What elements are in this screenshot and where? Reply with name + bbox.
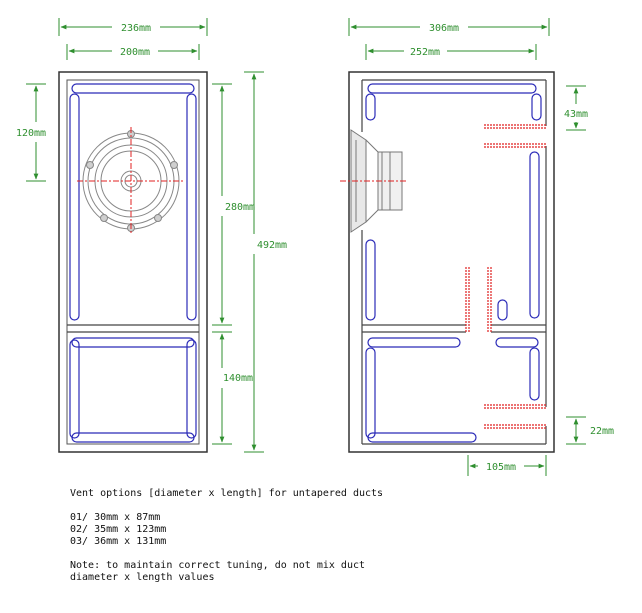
note-line-2: diameter x length values	[70, 572, 215, 583]
vent-option-3: 03/ 36mm x 131mm	[70, 536, 167, 547]
vent-option-1: 01/ 30mm x 87mm	[70, 512, 161, 523]
front-view: 236mm 200mm 120mm 280mm 140mm 492mm	[16, 18, 287, 453]
vent-notes: Vent options [diameter x length] for unt…	[70, 488, 383, 584]
dim-105: 105mm	[486, 462, 516, 473]
dim-492: 492mm	[257, 240, 287, 251]
dim-120: 120mm	[16, 128, 46, 139]
dim-22: 22mm	[590, 426, 614, 437]
front-cabinet-outer	[58, 71, 208, 453]
side-cabinet-outer	[348, 71, 555, 453]
front-damping	[69, 83, 197, 443]
front-cabinet-inner	[66, 79, 200, 445]
notes-title: Vent options [diameter x length] for unt…	[70, 488, 384, 499]
dim-252: 252mm	[410, 47, 440, 58]
side-damping	[365, 83, 542, 443]
dim-306: 306mm	[429, 23, 459, 34]
dim-43: 43mm	[564, 109, 588, 120]
side-vent-ducts	[465, 124, 546, 429]
front-driver-centerline	[77, 127, 185, 235]
vent-option-2: 02/ 35mm x 123mm	[70, 524, 167, 535]
dim-280: 280mm	[225, 202, 255, 213]
dim-200: 200mm	[120, 47, 150, 58]
front-dimensions	[26, 18, 264, 453]
dim-236: 236mm	[121, 23, 151, 34]
note-line-1: Note: to maintain correct tuning, do not…	[70, 560, 366, 571]
side-view: 306mm 252mm 43mm 22mm 105mm	[340, 18, 614, 476]
dim-140: 140mm	[223, 373, 253, 384]
side-dimensions	[348, 18, 586, 476]
